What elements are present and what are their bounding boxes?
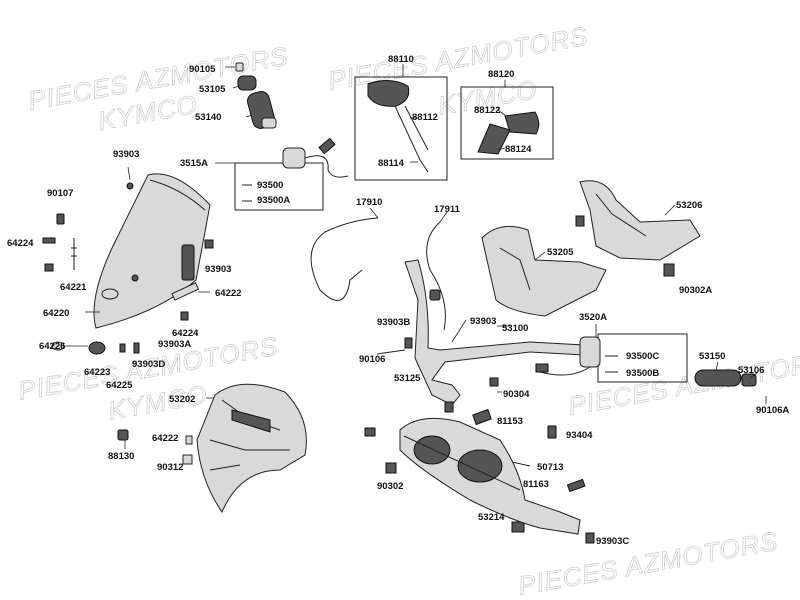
part-number-label: 90312: [157, 462, 183, 473]
part-number-label: 50713: [537, 462, 563, 473]
part-number-label: 93903D: [132, 359, 165, 370]
part-number-label: 90302: [377, 481, 403, 492]
part-number-label: 64225: [106, 380, 133, 391]
watermark-text: PIECES AZMOTORS: [516, 526, 781, 600]
front-cover: [196, 383, 307, 514]
part-number-label: 93903: [470, 316, 496, 327]
center-hardware: [364, 337, 595, 544]
part-number-label: 64224: [172, 328, 199, 339]
windshield: [85, 166, 211, 329]
part-number-label: 17910: [356, 197, 382, 208]
part-number-label: 53214: [478, 512, 505, 523]
part-number-label: 90106A: [756, 405, 789, 416]
part-number-label: 64224: [7, 238, 34, 249]
left-grip-assembly: [225, 62, 277, 129]
throttle-cables: [310, 207, 448, 331]
part-number-label: 93500B: [626, 368, 659, 379]
part-number-labels: 90105 53105 53140 88110 88112 88114 88120 88122…: [7, 54, 789, 547]
part-number-label: 88112: [412, 112, 438, 123]
part-number-label: 90105: [189, 64, 216, 75]
handlebar: [404, 259, 585, 413]
part-number-label: 3520A: [579, 312, 607, 323]
part-number-label: 88120: [488, 69, 514, 80]
part-number-label: 93500C: [626, 351, 659, 362]
part-number-label: 53205: [547, 247, 574, 258]
part-number-label: 53150: [699, 351, 725, 362]
part-number-label: 88130: [108, 451, 134, 462]
mirror-left-group: [354, 64, 448, 181]
handlebar-lower-cover: [399, 417, 581, 535]
part-number-label: 53140: [195, 112, 221, 123]
part-number-label: 53206: [676, 200, 702, 211]
part-number-label: 93903: [205, 264, 231, 275]
part-number-label: 93903: [113, 149, 139, 160]
part-number-label: 53105: [199, 84, 226, 95]
part-number-label: 64221: [60, 282, 87, 293]
part-number-label: 90304: [503, 389, 530, 400]
part-number-label: 64223: [84, 367, 110, 378]
part-number-label: 90107: [47, 188, 73, 199]
watermark-text: PIECES AZMOTORS: [326, 21, 591, 96]
part-number-label: 88122: [474, 105, 500, 116]
part-number-label: 64222: [152, 433, 178, 444]
part-number-label: 93404: [566, 430, 593, 441]
part-number-label: 81163: [523, 479, 549, 490]
part-number-label: 81153: [497, 416, 523, 427]
part-number-label: 3515A: [180, 158, 208, 169]
part-number-label: 93903B: [377, 317, 410, 328]
part-number-label: 90106: [359, 354, 385, 365]
part-number-label: 17911: [434, 204, 461, 215]
part-number-label: 53100: [502, 323, 528, 334]
part-number-label: 53125: [394, 373, 421, 384]
part-number-label: 53106: [738, 365, 764, 376]
part-number-label: 88114: [378, 158, 405, 169]
part-number-label: 93903C: [596, 536, 629, 547]
part-number-label: 88124: [505, 144, 532, 155]
part-number-label: 64226: [39, 341, 65, 352]
part-number-label: 64220: [43, 308, 69, 319]
part-number-label: 93903A: [158, 339, 191, 350]
right-switch-group: [535, 324, 688, 383]
windshield-hardware: [42, 213, 214, 355]
part-number-label: 93500A: [257, 195, 290, 206]
mirror-right-group: [460, 80, 554, 160]
part-number-label: 64222: [215, 288, 241, 299]
front-cover-hardware: [117, 429, 193, 465]
inner-cover-left: [481, 225, 607, 317]
part-number-label: 93500: [257, 180, 283, 191]
part-number-label: 53202: [169, 394, 195, 405]
right-grip-assembly: [694, 361, 767, 404]
part-number-label: 90302A: [679, 285, 712, 296]
left-switch-group: [215, 137, 349, 211]
part-number-label: 88110: [388, 54, 414, 65]
inner-cover-right: [575, 180, 701, 277]
